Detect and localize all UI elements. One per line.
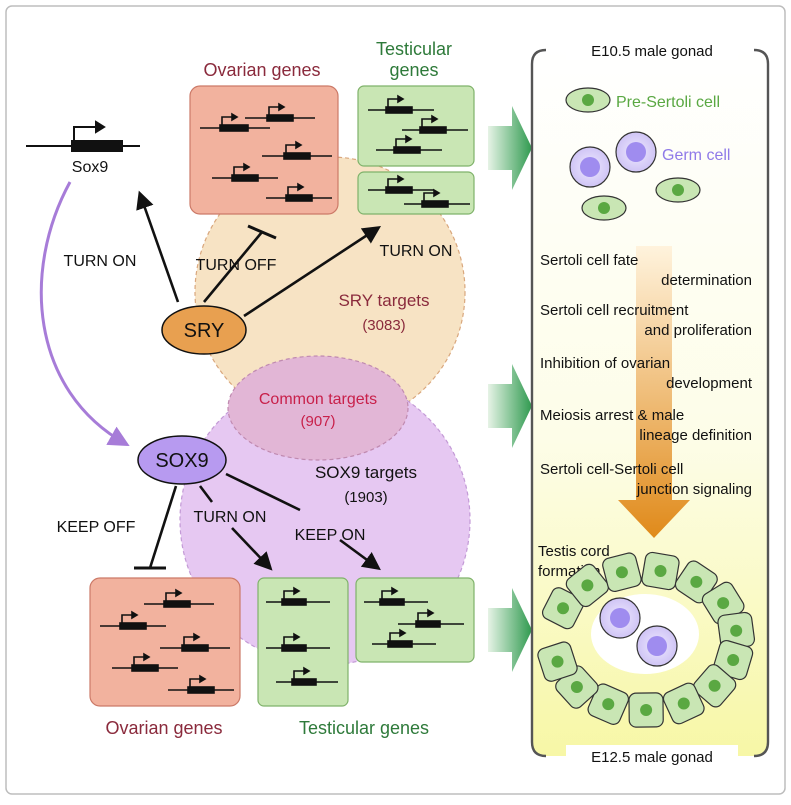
green-arrow-middle bbox=[488, 364, 532, 448]
sry-turn-on-sox9-label: TURN ON bbox=[64, 253, 137, 270]
sry-turn-off-label: TURN OFF bbox=[196, 257, 277, 274]
gonad-panel-left-bracket bbox=[530, 48, 547, 758]
process-4-line2: lineage definition bbox=[639, 427, 752, 444]
process-5-line1: Sertoli cell-Sertoli cell bbox=[540, 461, 683, 478]
sry-turn-on-testis-label: TURN ON bbox=[380, 243, 453, 260]
sry-to-testicular-arrow bbox=[243, 226, 382, 318]
common-targets-count: (907) bbox=[300, 413, 335, 430]
sox9-targets-label: SOX9 targets bbox=[315, 463, 417, 482]
cord-germ-cells bbox=[599, 597, 678, 667]
bottom-ovarian-genes-label: Ovarian genes bbox=[105, 718, 222, 738]
sox9-keep-off-inhibitor bbox=[148, 485, 178, 569]
top-ovarian-genes-box bbox=[189, 85, 339, 215]
top-testicular-genes-label-line1: Testicular bbox=[376, 39, 452, 59]
bottom-testicular-genes-box-1 bbox=[257, 577, 349, 707]
bottom-testicular-gene-glyphs bbox=[266, 586, 464, 686]
gonad-bottom-label-bg bbox=[566, 745, 738, 767]
process-2-line2: and proliferation bbox=[644, 322, 752, 339]
process-1-line1: Sertoli cell fate bbox=[540, 252, 638, 269]
top-ovarian-genes-label: Ovarian genes bbox=[203, 60, 320, 80]
sox9-keep-on-arrow-dash bbox=[225, 472, 301, 512]
sertoli-cell bbox=[662, 682, 705, 725]
sox9-turn-on-label: TURN ON bbox=[194, 509, 267, 526]
sertoli-cell bbox=[565, 563, 610, 608]
gonad-panel-right-bracket bbox=[753, 48, 770, 758]
top-testicular-genes-box-2 bbox=[357, 171, 475, 215]
sox9-turn-on-arrow bbox=[231, 527, 273, 571]
bottom-ovarian-genes-box bbox=[89, 577, 241, 707]
process-5-line2: junction signaling bbox=[636, 481, 752, 498]
sry-to-sox9-arrow bbox=[136, 190, 180, 303]
sertoli-cell bbox=[541, 587, 585, 630]
bottom-testicular-genes-box-2 bbox=[355, 577, 475, 663]
top-ovarian-gene-glyphs bbox=[200, 102, 332, 202]
sry-targets-count: (3083) bbox=[362, 317, 405, 334]
pre-sertoli-cells bbox=[581, 177, 701, 221]
sox9-node-label: SOX9 bbox=[155, 450, 208, 472]
common-targets-label: Common targets bbox=[259, 391, 377, 408]
sox9-gene-glyph bbox=[26, 120, 140, 152]
sox9-keep-off-label: KEEP OFF bbox=[57, 519, 136, 536]
bottom-testicular-genes-label: Testicular genes bbox=[299, 718, 429, 738]
sry-turn-off-inhibitor bbox=[202, 231, 264, 303]
pre-sertoli-cell-label: Pre-Sertoli cell bbox=[616, 94, 720, 111]
sertoli-cell bbox=[628, 692, 664, 728]
bottom-ovarian-gene-glyphs bbox=[100, 588, 234, 694]
sry-node bbox=[161, 305, 247, 355]
top-testicular-genes-label-line2: genes bbox=[389, 60, 438, 80]
testis-cord-label-line1: Testis cord bbox=[538, 543, 610, 560]
sry-turn-off-bar bbox=[247, 224, 277, 240]
germ-cell-label: Germ cell bbox=[662, 147, 730, 164]
gonad-top-label: E10.5 male gonad bbox=[591, 43, 713, 60]
sox9-keep-on-label: KEEP ON bbox=[295, 527, 366, 544]
sox9-gene-label: Sox9 bbox=[72, 159, 109, 176]
green-arrow-bottom bbox=[488, 588, 532, 672]
sertoli-cell bbox=[537, 641, 578, 682]
sox9-turn-on-arrow-dash bbox=[198, 485, 214, 503]
sertoli-cell bbox=[674, 560, 718, 604]
sertoli-cell bbox=[692, 664, 737, 708]
sertoli-cell bbox=[641, 551, 680, 591]
process-3-line1: Inhibition of ovarian bbox=[540, 355, 670, 372]
sertoli-cell bbox=[602, 552, 642, 593]
top-testicular-genes-box-1 bbox=[357, 85, 475, 167]
pre-sertoli-cell-legend bbox=[565, 87, 611, 113]
sry-node-label: SRY bbox=[184, 320, 225, 342]
process-3-line2: development bbox=[666, 375, 753, 392]
sox9-keep-on-arrow bbox=[339, 538, 381, 571]
orange-progression-arrow bbox=[618, 246, 690, 538]
sox9-node bbox=[137, 435, 227, 485]
sertoli-cell bbox=[587, 683, 630, 725]
green-arrow-top bbox=[488, 106, 532, 190]
top-testicular-gene-glyphs bbox=[368, 94, 470, 208]
gonad-top-label-bg bbox=[566, 40, 738, 60]
process-2-line1: Sertoli cell recruitment bbox=[540, 302, 689, 319]
common-targets-region bbox=[227, 355, 409, 461]
sertoli-cell bbox=[717, 611, 756, 650]
process-4-line1: Meiosis arrest & male bbox=[540, 407, 684, 424]
sertoli-cell bbox=[713, 639, 754, 681]
sry-targets-label: SRY targets bbox=[338, 291, 429, 310]
gonad-bottom-label: E12.5 male gonad bbox=[591, 749, 713, 766]
germ-cell-pair bbox=[569, 131, 657, 188]
process-list: Sertoli cell fate determination Sertoli … bbox=[540, 252, 753, 498]
sox9-expression-arrow bbox=[39, 181, 130, 447]
process-1-line2: determination bbox=[661, 272, 752, 289]
sox9-targets-count: (1903) bbox=[344, 489, 387, 506]
